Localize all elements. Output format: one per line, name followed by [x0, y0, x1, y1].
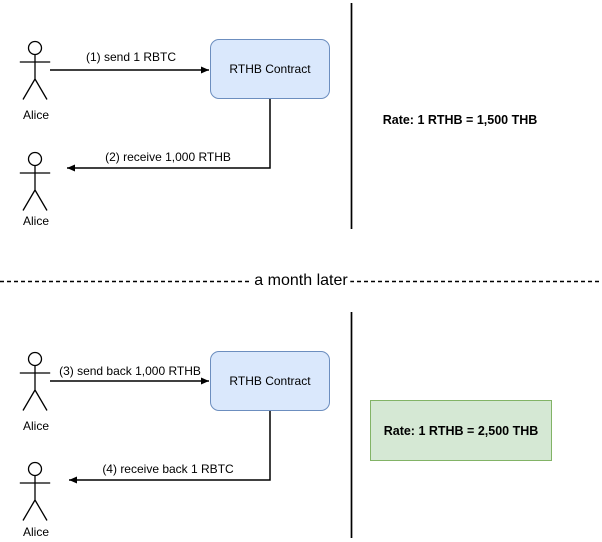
receive-arrow-4-label: (4) receive back 1 RBTC [102, 462, 234, 476]
receive-arrow-2-label: (2) receive 1,000 RTHB [105, 150, 231, 164]
month-later-divider-label: a month later [251, 272, 351, 290]
rate-text-after: Rate: 1 RTHB = 2,500 THB [383, 423, 539, 438]
actor-label-bottom-sender: Alice [22, 419, 50, 433]
rthb-contract-label-top: RTHB Contract [229, 62, 311, 76]
actor-label-bottom-receiver: Alice [22, 525, 50, 539]
alice-actor-icon-top-receiver [19, 151, 51, 212]
alice-actor-icon-bottom-receiver [19, 461, 51, 522]
alice-actor-icon-top-sender [19, 40, 51, 101]
actor-label-top-receiver: Alice [22, 214, 50, 228]
rate-box-after: Rate: 1 RTHB = 2,500 THB [370, 400, 552, 461]
actor-label-top-sender: Alice [22, 108, 50, 122]
alice-actor-icon-bottom-sender [19, 351, 51, 412]
receive-arrow-2 [67, 99, 271, 172]
rthb-contract-box-bottom: RTHB Contract [210, 351, 330, 411]
rthb-contract-box-top: RTHB Contract [210, 39, 330, 99]
send-arrow-1-label: (1) send 1 RBTC [85, 50, 177, 64]
rthb-contract-label-bottom: RTHB Contract [229, 374, 311, 388]
send-arrow-3-label: (3) send back 1,000 RTHB [59, 364, 201, 378]
rate-text-before: Rate: 1 RTHB = 1,500 THB [382, 113, 538, 127]
receive-arrow-4 [69, 411, 271, 484]
